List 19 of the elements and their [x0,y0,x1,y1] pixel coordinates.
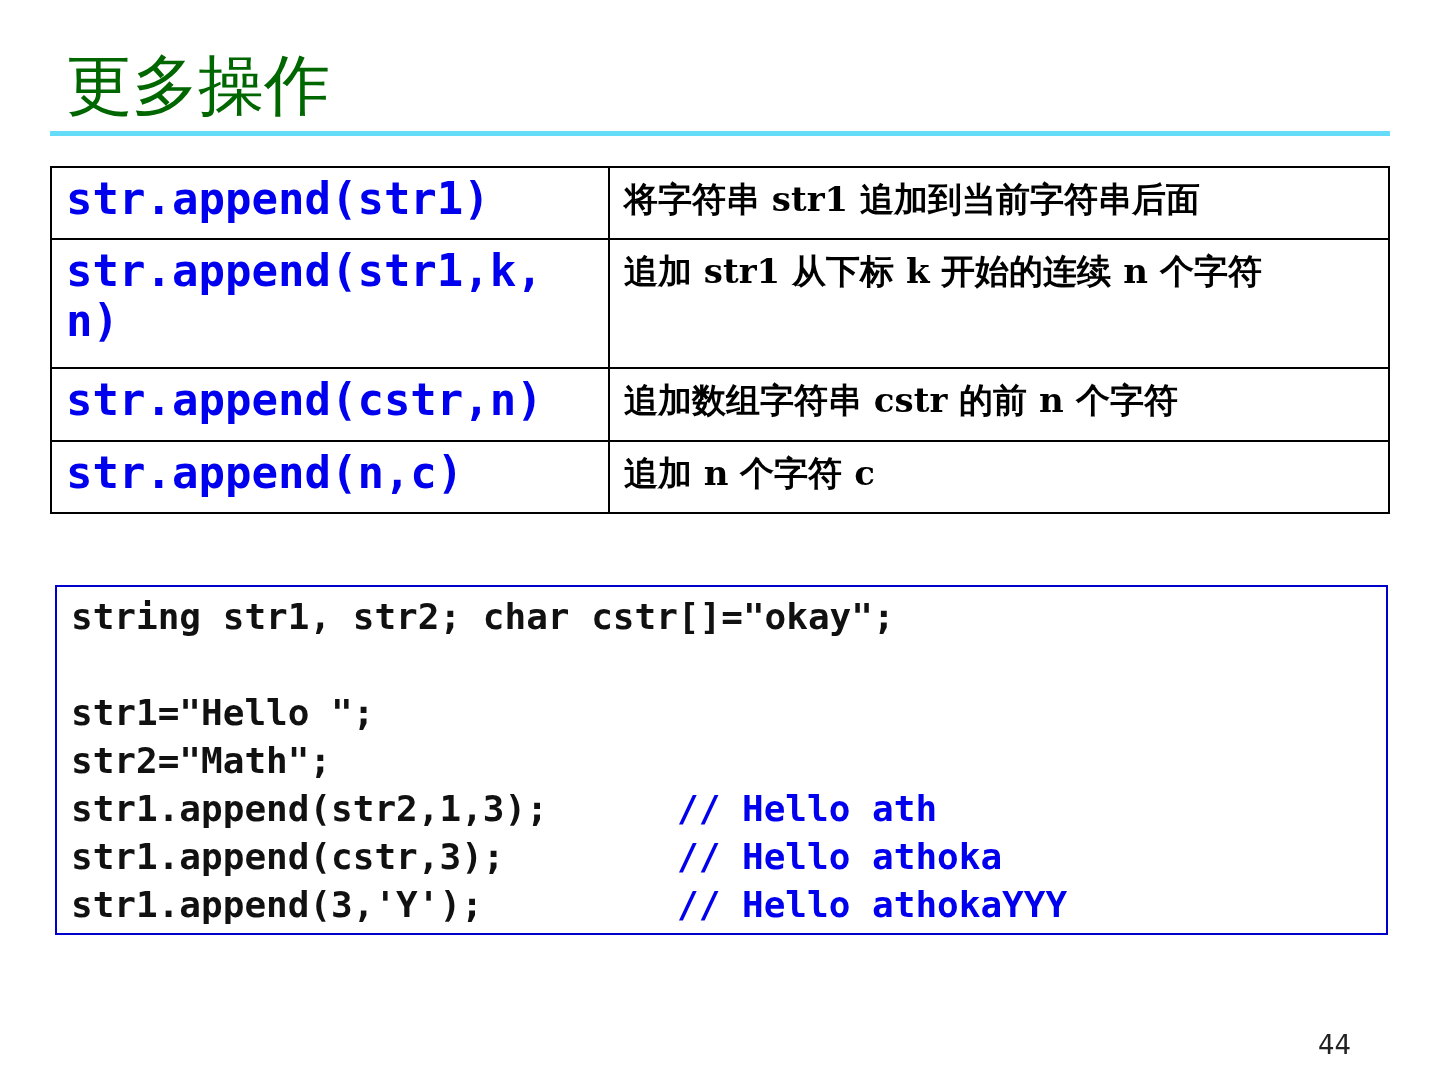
code-line: str1.append(cstr,3); [71,835,505,879]
code-comment: // Hello athokaYYY [677,883,1068,927]
table-cell: 追加数组字符串 cstr 的前 n 个字符 [609,368,1389,441]
table-cell: 将字符串 str1 追加到当前字符串后面 [609,167,1389,239]
page-number: 44 [1318,1030,1352,1060]
table-cell: str.append(str1) [51,167,609,239]
table-cell: 追加 str1 从下标 k 开始的连续 n 个字符 [609,239,1389,368]
table-cell: 追加 n 个字符 c [609,441,1389,513]
code-line: str1.append(str2,1,3); [71,787,548,831]
table-cell: str.append(n,c) [51,441,609,513]
code-line: string str1, str2; char cstr[]="okay"; [71,595,895,639]
code-comment: // Hello ath [677,787,938,831]
title: 更多操作 [66,46,330,126]
code-line: str1.append(3,'Y'); [71,883,483,927]
code-line: str2="Math"; [71,739,332,783]
table-cell: str.append(str1,k,n) [51,239,609,368]
table-cell: str.append(cstr,n) [51,368,609,441]
code-line: str1="Hello "; [71,691,375,735]
code-comment: // Hello athoka [677,835,1003,879]
